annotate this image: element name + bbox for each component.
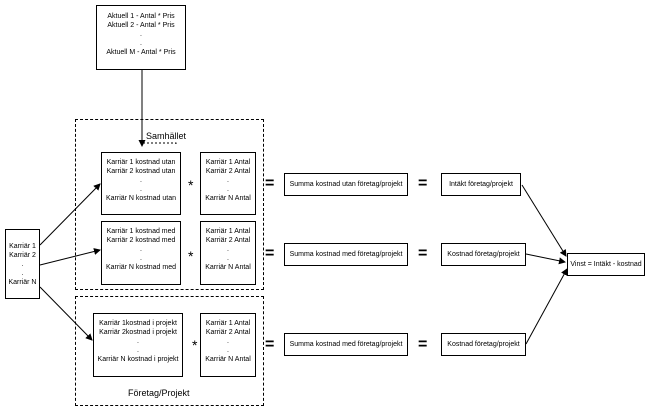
row2-antal-box: Karriär 1 Antal Karriär 2 Antal . . Karr…: [200, 221, 256, 285]
row2-equals-2: =: [418, 245, 428, 262]
row3-antal-box: Karriär 1 Antal Karriär 2 Antal . . Karr…: [200, 313, 256, 377]
row2-result-box: Kostnad företag/projekt: [441, 243, 526, 266]
aktuell-box: Aktuell 1 - Antal * Pris Aktuell 2 - Ant…: [96, 5, 186, 70]
row2-times: *: [188, 248, 194, 264]
row1-cost-box: Karriär 1 kostnad utan Karriär 2 kostnad…: [101, 152, 181, 215]
row1-times: *: [188, 177, 194, 193]
row1-antal-box: Karriär 1 Antal Karriär 2 Antal . . Karr…: [200, 152, 256, 215]
row3-cost-box: Karriär 1kostnad i projekt Karriär 2kost…: [93, 313, 183, 377]
arrow-karriar-row1: [39, 183, 101, 246]
row1-result-box: Intäkt företag/projekt: [441, 173, 521, 196]
vinst-box: Vinst = Intäkt - kostnad: [567, 253, 645, 276]
row1-equals: =: [265, 175, 275, 192]
karriar-box: Karriär 1 Karriär 2 . . Karriär N: [5, 229, 40, 299]
samhallet-bracket: [141, 142, 177, 146]
row3-equals: =: [265, 336, 275, 353]
arrow-kostnad3-vinst: [525, 268, 568, 345]
samhallet-region: [75, 119, 264, 290]
row3-sum-box: Summa kostnad med företag/projekt: [284, 333, 408, 356]
row3-equals-2: =: [418, 336, 428, 353]
row3-result-box: Kostnad företag/projekt: [441, 333, 526, 356]
row2-cost-box: Karriär 1 kostnad med Karriär 2 kostnad …: [101, 221, 181, 285]
arrow-kostnad2-vinst: [525, 253, 566, 265]
arrow-karriar-row3: [39, 286, 93, 341]
samhallet-label: Samhället: [146, 131, 187, 141]
row1-equals-2: =: [418, 175, 428, 192]
row3-times: *: [192, 337, 198, 353]
foretag-label: Företag/Projekt: [128, 388, 190, 398]
row2-sum-box: Summa kostnad med företag/projekt: [284, 243, 408, 266]
row1-sum-box: Summa kostnad utan företag/projekt: [284, 173, 408, 196]
row2-equals: =: [265, 245, 275, 262]
arrow-karriar-row2: [39, 248, 101, 266]
foretag-region: [75, 296, 264, 406]
arrow-intakt-vinst: [521, 184, 567, 257]
